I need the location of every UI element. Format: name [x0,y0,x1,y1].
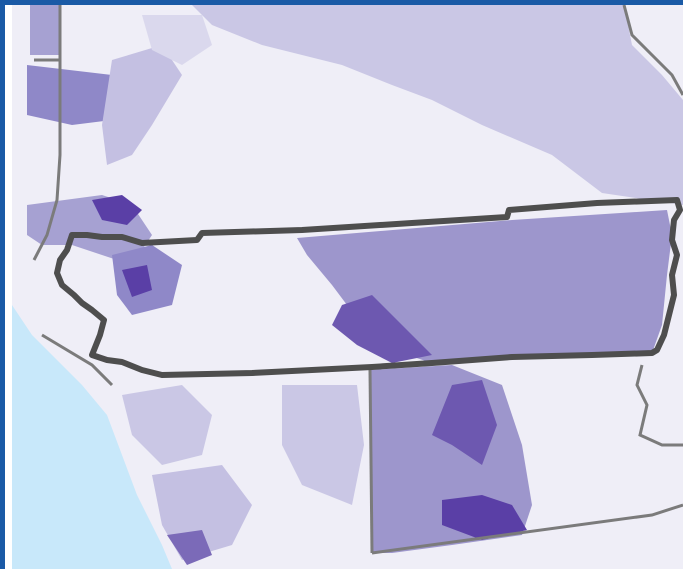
region-central-dark[interactable] [122,265,152,297]
ocean [12,305,172,569]
county-line-coast [41,333,114,387]
region-top-left-b[interactable] [27,65,112,125]
region-southwest-dark[interactable] [167,530,212,565]
county-line-northeast [622,5,683,96]
region-southeast-dark-a[interactable] [432,380,497,465]
region-southeast-dark-b[interactable] [442,495,527,540]
region-west-urban-dark[interactable] [92,195,142,225]
region-east-dark-band[interactable] [332,295,432,363]
county-line-south [371,503,683,555]
region-northeast-light[interactable] [192,5,683,205]
region-north-peak[interactable] [142,15,212,65]
region-east-edge[interactable] [627,365,683,525]
map-left-margin [5,5,12,569]
county-line-south-center [368,369,374,554]
county-boundary-lines [32,5,683,555]
region-north-cluster[interactable] [102,45,182,165]
map-svg[interactable] [12,5,683,569]
region-top-left-a[interactable] [30,5,60,55]
highlight-county-outline[interactable] [54,197,683,378]
county-line-east [635,364,683,447]
choropleth-map[interactable] [12,5,683,569]
region-south-mid[interactable] [282,385,364,505]
county-line-west [32,60,62,261]
region-southwest-a[interactable] [122,385,212,465]
